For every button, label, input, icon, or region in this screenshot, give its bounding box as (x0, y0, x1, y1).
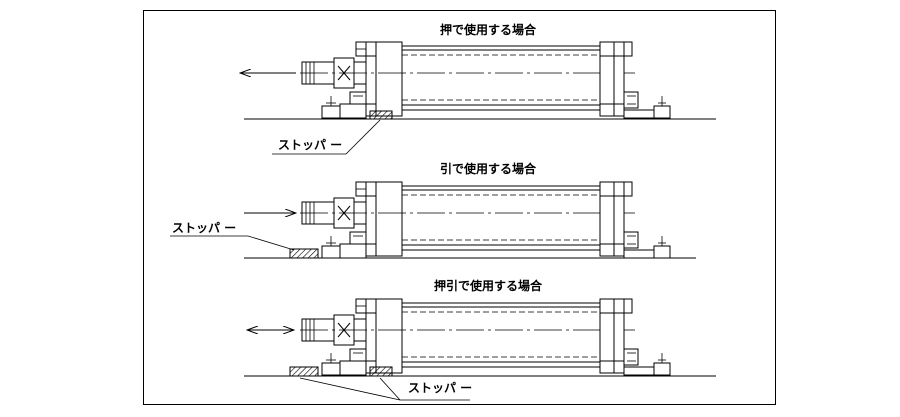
panel-push-pull: 押引で使用する場合 ストッパ ー (244, 278, 716, 401)
panel-push-pull-title: 押引で使用する場合 (434, 278, 543, 293)
panel-pull-stopper-label: ストッパ ー (172, 221, 236, 235)
stopper-leader (170, 235, 295, 251)
stopper-block-left (289, 366, 319, 377)
panel-push-title: 押で使用する場合 (440, 22, 537, 37)
panel-pull: 引で使用する場合 ストッパ ー (170, 161, 696, 259)
stopper-block-right (369, 366, 393, 377)
stopper-block (369, 110, 393, 120)
drawing-frame (143, 10, 776, 405)
stopper-block (289, 248, 319, 259)
panel-pull-title: 引で使用する場合 (440, 161, 537, 176)
panel-push-pull-stopper-label: ストッパ ー (408, 381, 472, 395)
stopper-leader-right (379, 377, 401, 401)
panel-push-stopper-label: ストッパ ー (278, 138, 342, 152)
panel-push: 押で使用する場合 ストッパ ー (240, 22, 716, 155)
stopper-leader (272, 119, 381, 155)
